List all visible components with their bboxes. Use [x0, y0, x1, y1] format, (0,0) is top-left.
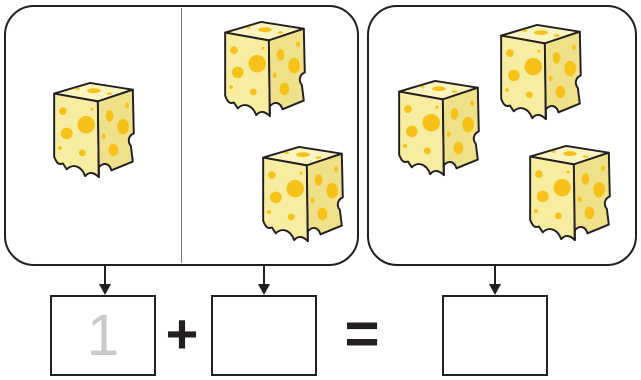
cheese-icon: [525, 143, 613, 244]
cheese-icon: [496, 22, 584, 123]
arrow-down-icon: [98, 266, 112, 296]
cheese-icon: [220, 19, 308, 120]
group-divider: [181, 8, 182, 263]
plus-sign: +: [165, 302, 199, 365]
cheese-icon: [394, 78, 482, 179]
equals-sign: =: [344, 300, 380, 367]
addend-1-box[interactable]: 1: [50, 295, 156, 376]
sum-box[interactable]: [442, 295, 548, 376]
arrow-down-icon: [257, 266, 271, 296]
cheese-icon: [49, 80, 137, 181]
arrow-down-icon: [488, 266, 502, 296]
cheese-icon: [258, 144, 346, 245]
addend-2-box[interactable]: [211, 295, 317, 376]
